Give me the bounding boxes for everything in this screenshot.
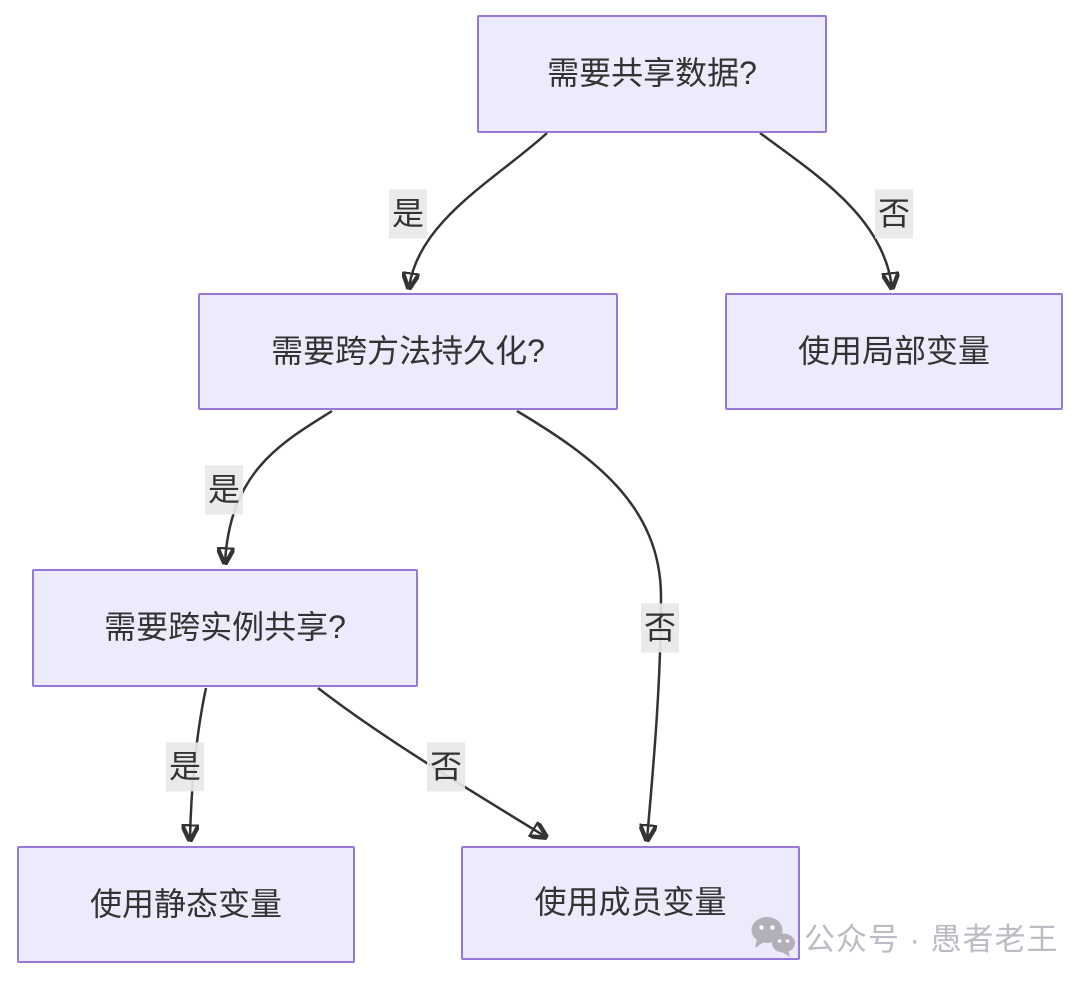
node-use-static-variable: 使用静态变量 xyxy=(17,846,355,963)
node-use-member-variable: 使用成员变量 xyxy=(461,846,800,960)
edge-label-share-no: 否 xyxy=(874,189,914,239)
node-use-local-variable: 使用局部变量 xyxy=(725,293,1063,410)
edge-label-persist-no: 否 xyxy=(640,603,680,653)
node-need-share-data: 需要共享数据? xyxy=(477,15,827,133)
edge-label-instance-no: 否 xyxy=(426,742,466,792)
watermark: 公众号 · 愚者老王 xyxy=(750,914,1059,959)
edge-label-share-yes: 是 xyxy=(388,189,428,239)
watermark-text: 公众号 · 愚者老王 xyxy=(804,922,1059,957)
edge-persist-no xyxy=(516,409,663,840)
wechat-icon xyxy=(750,916,796,958)
edge-share-yes xyxy=(409,132,548,288)
node-need-cross-instance-sharing: 需要跨实例共享? xyxy=(32,569,418,687)
edge-label-instance-yes: 是 xyxy=(165,742,205,792)
edge-label-persist-yes: 是 xyxy=(204,465,244,515)
node-need-cross-method-persistence: 需要跨方法持久化? xyxy=(198,293,618,410)
edge-share-no xyxy=(759,131,892,288)
